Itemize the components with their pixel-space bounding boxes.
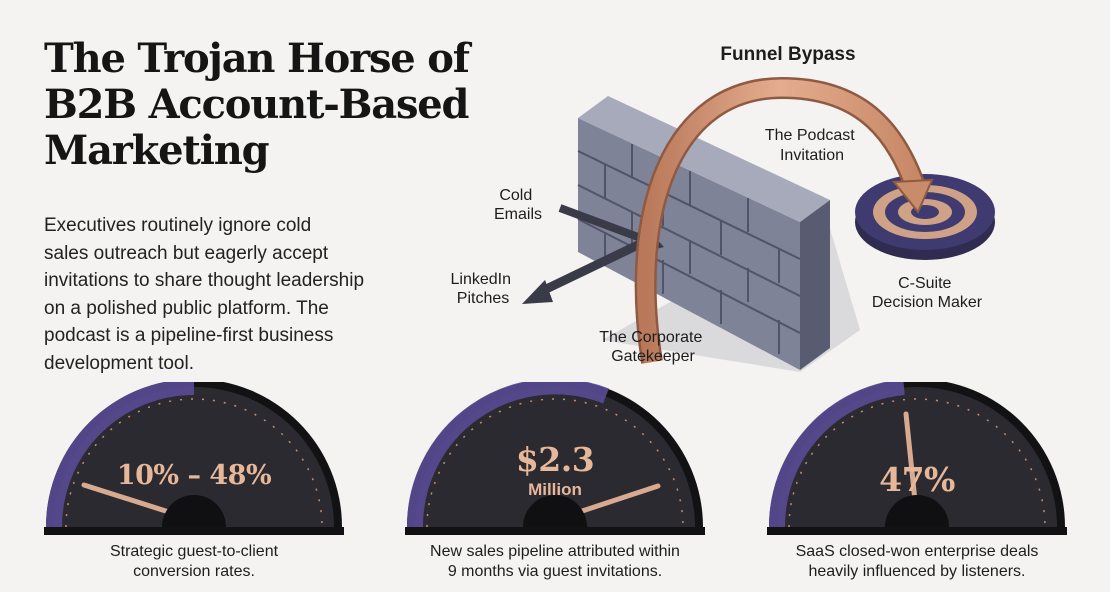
intro-line-5: podcast is a pipeline-first business [44,325,334,346]
intro-line-4: on a polished public platform. The [44,297,329,319]
conversion-rate-value: 10% – 48% [116,460,272,491]
saas-deals-gauge: 47% SaaS closed-won enterprise deals hea… [767,382,1067,580]
title-line-2: B2B Account-Based [44,81,470,128]
podcast-invitation-label: The Podcast Invitation [765,127,859,164]
intro-line-1: Executives routinely ignore cold [44,215,312,236]
intro-paragraph: Executives routinely ignore cold sales o… [44,212,424,377]
c-suite-label: C-Suite Decision Maker [872,275,983,311]
gatekeeper-wall [577,96,830,370]
conversion-rate-gauge: 10% – 48% Strategic guest-to-client conv… [44,382,344,580]
diagram-title: Funnel Bypass [720,44,855,65]
linkedin-pitches-arrow [522,239,642,304]
podcast-invitation-arc [634,76,934,364]
gauge-dial [405,382,705,535]
cold-emails-label: Cold Emails [494,187,542,223]
title-line-3: Marketing [44,127,270,174]
page-title: The Trojan Horse of B2B Account-Based Ma… [44,36,514,174]
title-line-1: The Trojan Horse of [44,35,470,82]
wall-top-face [578,96,830,222]
conversion-rate-caption: Strategic guest-to-client conversion rat… [109,543,279,580]
wall-brick-lines [577,144,801,354]
funnel-bypass-diagram: Funnel Bypass [451,44,995,372]
intro-line-2: sales outreach but eagerly accept [44,242,329,264]
saas-deals-caption: SaaS closed-won enterprise deals heavily… [795,543,1039,580]
sales-pipeline-gauge: $2.3 Million New sales pipeline attribut… [405,382,705,580]
sales-pipeline-value: $2.3 [515,440,595,479]
intro-line-3: invitations to share thought leadership [44,270,365,291]
sales-pipeline-unit: Million [528,480,582,499]
gauge-dial [44,382,344,535]
corporate-gatekeeper-label: The Corporate Gatekeeper [599,329,707,365]
intro-line-6: development tool. [44,352,194,374]
saas-deals-value: 47% [879,460,955,499]
gauge-dial [767,382,1067,535]
wall-end-face [800,200,830,370]
sales-pipeline-caption: New sales pipeline attributed within 9 m… [430,543,680,580]
linkedin-pitches-label: LinkedIn Pitches [451,271,516,307]
c-suite-target [855,174,995,260]
